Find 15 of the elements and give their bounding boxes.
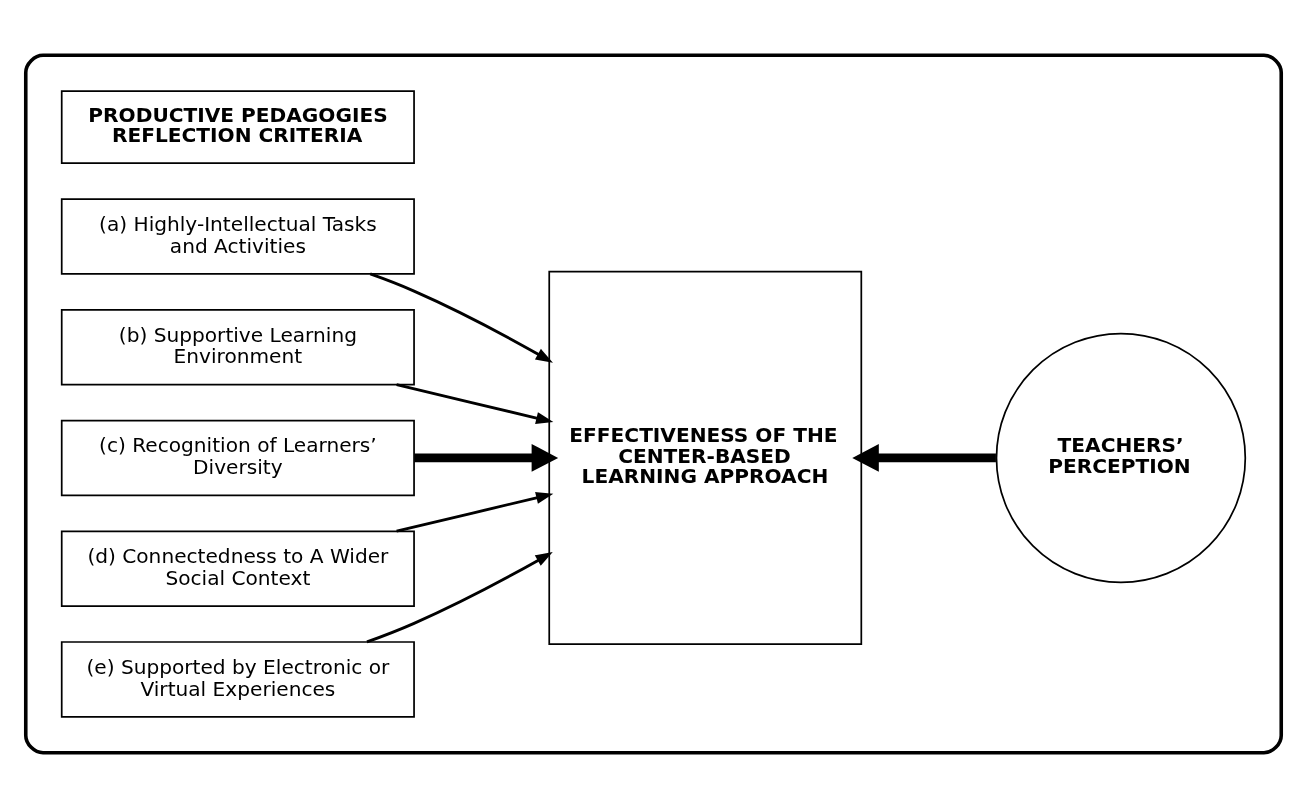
node-circle: TEACHERS’ PERCEPTION xyxy=(995,332,1247,583)
node-box: PRODUCTIVE PEDAGOGIES REFLECTION CRITERIA xyxy=(60,89,415,164)
node-box: EFFECTIVENESS OF THE CENTER-BASED LEARNING APPROACH xyxy=(548,270,863,645)
node-box: (a) Highly-Intellectual Tasks and Activities xyxy=(60,197,415,275)
node-box: (c) Recognition of Learners’ Diversity xyxy=(60,419,415,496)
node-box: (e) Supported by Electronic or Virtual Experiences xyxy=(60,640,415,718)
arrow xyxy=(414,443,559,472)
arrow xyxy=(852,443,996,472)
arrow xyxy=(366,551,553,643)
node-box: (d) Connectedness to A Wider Social Context xyxy=(60,529,415,607)
arrow xyxy=(396,382,554,424)
node-box: (b) Supportive Learning Environment xyxy=(60,308,415,385)
arrow xyxy=(396,491,554,533)
cluster xyxy=(23,52,1284,755)
arrow xyxy=(369,272,553,363)
